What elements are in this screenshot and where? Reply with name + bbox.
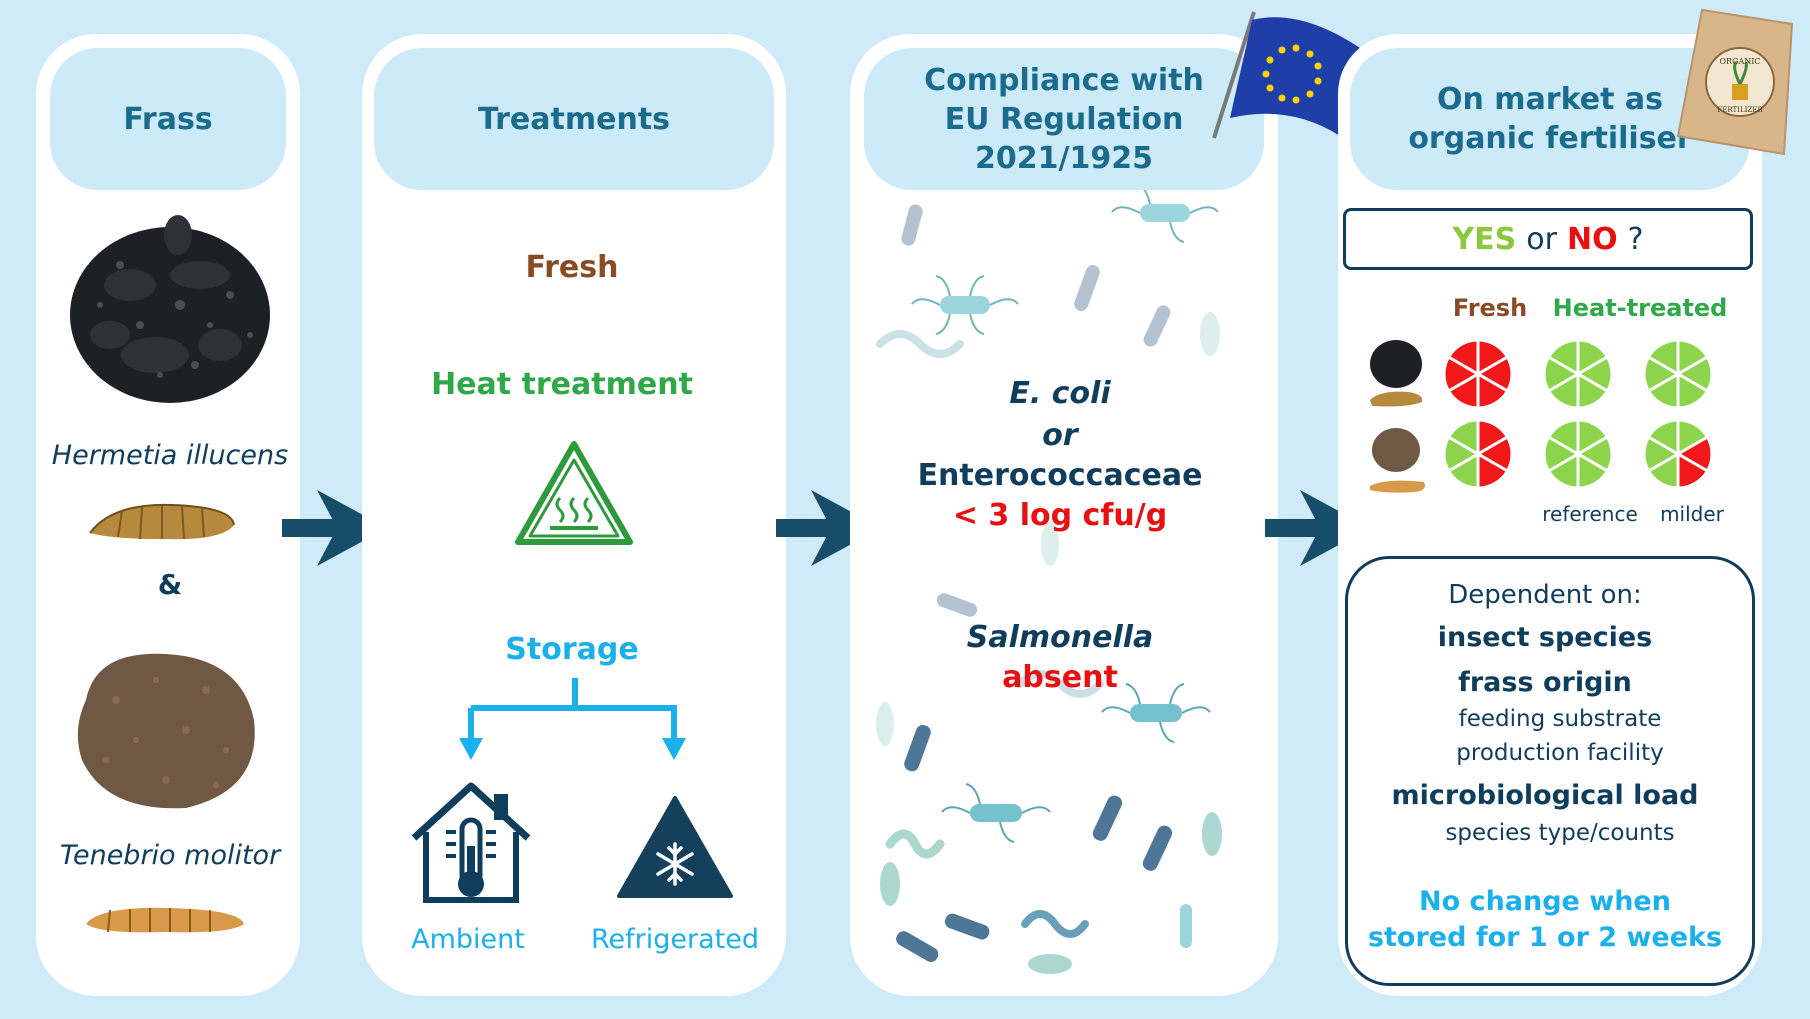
question-mark: ? (1627, 221, 1644, 257)
salmonella-label: Salmonella (966, 620, 1154, 655)
yes-no-box: YES or NO ? (1343, 208, 1753, 270)
pie-slice (1446, 418, 1480, 457)
or-label: or (1042, 418, 1078, 453)
treatments-panel (362, 34, 786, 996)
treatments-header: Treatments (374, 48, 774, 190)
treatments-title: Treatments (477, 101, 671, 137)
snowflake-warning-icon (617, 796, 733, 898)
compliance-title-line1: Compliance with (924, 62, 1204, 98)
market-header: On market as organic fertiliser (1350, 48, 1750, 190)
heat-warning-icon (515, 441, 633, 545)
col-fresh-label: Fresh (1452, 294, 1528, 322)
yes-label: YES (1452, 221, 1517, 257)
row1-black-frass-icon (1370, 340, 1423, 407)
market-panel (1338, 34, 1762, 996)
market-title-line1: On market as (1437, 82, 1663, 117)
pie-row2-mild (1642, 418, 1714, 490)
row2-brown-frass-icon (1370, 428, 1425, 493)
pie-row1-ref (1542, 338, 1614, 410)
or-text: or (1526, 221, 1557, 257)
pie-slice (1546, 418, 1580, 457)
compliance-title-line2: EU Regulation 2021/1925 (944, 101, 1184, 176)
milder-label: milder (1660, 502, 1724, 526)
dependent-on-label: Dependent on: (1448, 580, 1642, 610)
bacteria-background (876, 184, 1222, 974)
insect-species-label: insect species (1437, 622, 1653, 653)
compliance-header: Compliance with EU Regulation 2021/1925 (864, 48, 1264, 190)
no-change-line2: stored for 1 or 2 weeks (1367, 922, 1723, 953)
pie-row2-fresh (1442, 418, 1514, 490)
ambient-label: Ambient (411, 924, 525, 955)
compliance-pie-grid (1442, 338, 1714, 490)
no-change-line1: No change when (1419, 886, 1671, 917)
fresh-label: Fresh (525, 250, 619, 285)
tenebrio-label: Tenebrio molitor (59, 840, 281, 871)
organic-fertilizer-bag-image: ORGANIC FERTILIZER (1676, 8, 1794, 156)
eu-flag-icon (1212, 11, 1360, 139)
storage-label: Storage (505, 632, 639, 667)
hermetia-label: Hermetia illucens (51, 440, 289, 471)
svg-text:FERTILIZER: FERTILIZER (1717, 106, 1763, 114)
pie-slice (1646, 418, 1680, 457)
production-facility-label: production facility (1456, 740, 1664, 766)
pie-slice (1546, 338, 1580, 377)
col-heat-treated-label: Heat-treated (1552, 294, 1728, 322)
ecoli-label: E. coli (1009, 376, 1111, 411)
mealworm-image (86, 907, 244, 933)
black-frass-image (70, 215, 270, 403)
pie-row2-ref (1542, 418, 1614, 490)
refrigerated-label: Refrigerated (591, 924, 759, 955)
feeding-substrate-label: feeding substrate (1458, 706, 1662, 732)
pie-row1-mild (1642, 338, 1714, 410)
limit-label: < 3 log cfu/g (952, 498, 1168, 533)
arrow-1 (282, 490, 387, 566)
heat-treatment-label: Heat treatment (431, 367, 693, 402)
house-thermometer-icon (411, 782, 531, 903)
reference-label: reference (1542, 502, 1638, 526)
frass-origin-label: frass origin (1458, 667, 1632, 698)
compliance-panel (850, 34, 1278, 996)
enterococcaceae-label: Enterococcaceae (917, 458, 1203, 493)
arrow-2 (776, 490, 881, 566)
dependent-on-box (1345, 556, 1755, 986)
microbiological-load-label: microbiological load (1391, 780, 1699, 811)
ampersand: & (157, 568, 183, 601)
pie-slice (1446, 338, 1480, 377)
no-label: NO (1566, 221, 1618, 257)
absent-label: absent (1002, 660, 1118, 695)
arrow-3 (1265, 490, 1370, 566)
brown-frass-image (77, 653, 255, 809)
pie-row1-fresh (1442, 338, 1514, 410)
market-title-line2: organic fertiliser (1408, 121, 1692, 156)
species-type-counts-label: species type/counts (1445, 820, 1675, 846)
storage-branch-diagram (459, 678, 686, 760)
bag-label-text: ORGANIC (1719, 57, 1760, 66)
bsf-larva-image (89, 503, 235, 540)
pie-slice (1646, 338, 1680, 377)
frass-header: Frass (50, 48, 286, 190)
frass-title: Frass (123, 101, 213, 137)
